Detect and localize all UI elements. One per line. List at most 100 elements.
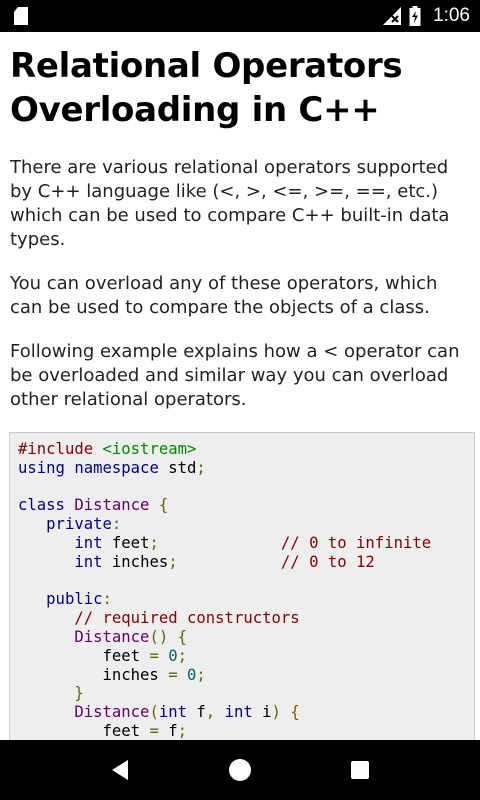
code-line: Distance() { [18,628,466,647]
code-token: #include [18,440,103,458]
code-token [178,553,281,571]
code-token: f [158,721,178,740]
status-bar: 1:06 [0,0,480,32]
code-token: std [158,458,197,477]
code-token [178,666,187,684]
code-token: feet [18,646,150,665]
code-token: = [149,646,159,665]
code-token: Distance [74,496,150,515]
sd-card-icon [14,7,28,25]
code-token: Distance [74,703,150,722]
code-token: // required constructors [74,609,300,628]
code-token: ; [177,721,187,740]
code-line [18,572,466,591]
code-token: // 0 to 12 [280,552,375,571]
recents-button[interactable] [340,750,380,790]
code-token: <iostream> [102,440,197,458]
code-token: ; [177,646,187,665]
code-line: int inches; // 0 to 12 [18,553,466,572]
code-token: inches [18,665,169,684]
signal-icon [383,7,402,25]
code-token: public [46,590,103,609]
code-token: 0 [187,665,197,684]
code-token: int [74,552,103,571]
code-line: } [18,684,466,703]
code-line: feet = f; [18,722,466,740]
code-line: class Distance { [18,496,466,515]
code-token: int [74,533,103,552]
code-token: using [18,458,65,477]
recents-icon [351,761,369,779]
code-token: : [111,515,122,534]
back-icon [112,760,128,780]
code-token [18,703,74,721]
code-token: class [18,496,65,515]
code-token: () [149,627,169,646]
code-token: f [187,703,206,722]
code-token: = [168,665,178,684]
code-token [281,703,290,721]
code-line: #include <iostream> [18,440,466,459]
code-token [215,703,224,721]
code-line: int feet; // 0 to infinite [18,534,466,553]
status-right: 1:06 [383,5,470,27]
article-content[interactable]: Relational Operators Overloading in C++ … [0,32,480,740]
code-token: { [177,627,188,646]
code-token: // 0 to infinite [280,533,432,552]
overload-paragraph: You can overload any of these operators,… [10,273,438,318]
code-token [65,459,74,477]
code-token [18,553,74,571]
example-paragraph: Following example explains how a < opera… [10,341,460,410]
code-token [18,609,74,627]
code-block[interactable]: #include <iostream>using namespace std;c… [9,432,475,740]
battery-icon [409,6,421,26]
code-token: private [46,515,112,534]
code-token: { [158,496,169,515]
code-token [168,628,177,646]
code-token [159,534,281,552]
code-token: ) [271,703,281,722]
code-token: inches [102,552,169,571]
code-token: { [290,703,300,722]
code-line: feet = 0; [18,647,466,666]
code-token [65,496,74,514]
code-token: } [74,684,84,703]
code-token: ; [196,665,206,684]
code-token: ; [149,533,159,552]
code-line: Distance(int f, int i) { [18,703,466,722]
page-title: Relational Operators Overloading in C++ [10,46,403,130]
code-token: 0 [168,646,178,665]
home-button[interactable] [220,750,260,790]
code-token: feet [18,721,150,740]
code-line: // required constructors [18,609,466,628]
code-token [159,647,168,665]
code-line: inches = 0; [18,666,466,685]
intro-paragraph: There are various relational operators s… [10,157,450,250]
code-token: = [149,721,159,740]
home-icon [229,759,251,781]
navigation-bar [0,740,480,800]
code-line: public: [18,590,466,609]
clock-time: 1:06 [433,5,470,26]
code-token: feet [102,533,150,552]
code-token: namespace [74,458,159,477]
code-line [18,478,466,497]
code-token: : [102,590,112,609]
status-left [14,7,28,25]
code-token [149,496,158,514]
code-token: , [205,703,216,722]
code-token: i [252,703,272,722]
code-token [18,684,74,702]
code-token [18,628,74,646]
code-token: int [224,703,253,722]
back-button[interactable] [100,750,140,790]
code-token: ( [149,703,159,722]
code-token [18,534,74,552]
code-token [18,590,46,608]
code-token: int [158,703,188,722]
code-line: private: [18,515,466,534]
code-token [18,515,46,533]
code-token: Distance [74,627,150,646]
code-token: ; [168,552,178,571]
code-token: ; [196,458,206,477]
